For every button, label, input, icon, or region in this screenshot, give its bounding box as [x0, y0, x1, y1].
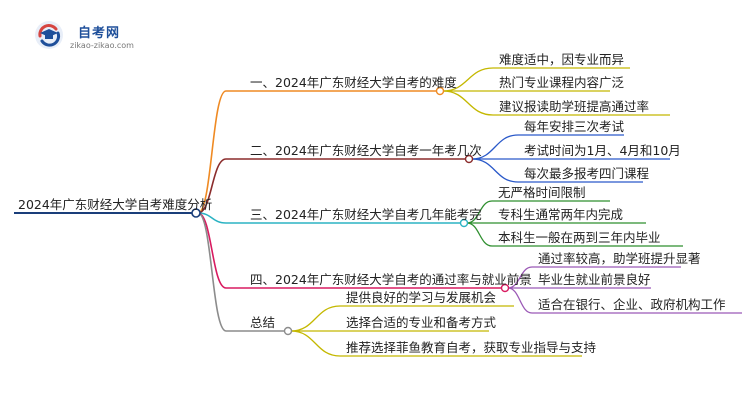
root-topic: 2024年广东财经大学自考难度分析	[18, 197, 213, 212]
leaf-topic: 专科生通常两年内完成	[498, 207, 624, 222]
leaf-topic: 毕业生就业前景良好	[538, 272, 651, 287]
leaf-topic: 建议报读助学班提高通过率	[499, 99, 650, 114]
leaf-connector	[471, 134, 519, 160]
leaf-connector	[442, 90, 494, 116]
site-brand: 自考网	[78, 26, 121, 41]
leaf-connector	[290, 305, 341, 332]
site-url: zikao-zikao.com	[70, 41, 134, 50]
branch-topic: 二、2024年广东财经大学自考一年考几次	[250, 143, 482, 158]
branch-node-dot	[283, 326, 293, 336]
branch-connector	[197, 158, 227, 214]
root-node-dot	[191, 208, 201, 218]
branch-node-dot	[500, 283, 510, 293]
leaf-topic: 推荐选择菲鱼教育自考，获取专业指导与支持	[346, 340, 597, 355]
leaf-topic: 本科生一般在两到三年内毕业	[498, 230, 661, 245]
branch-node-dot	[459, 218, 469, 228]
branch-node-dot	[435, 86, 445, 96]
leaf-topic: 热门专业课程内容广泛	[499, 75, 625, 90]
leaf-connector	[442, 67, 494, 92]
leaf-topic: 提供良好的学习与发展机会	[346, 290, 497, 305]
branch-topic: 一、2024年广东财经大学自考的难度	[250, 75, 457, 90]
branch-topic: 三、2024年广东财经大学自考几年能考完	[250, 207, 482, 222]
branch-topic: 总结	[250, 315, 276, 330]
branch-connector	[197, 212, 227, 332]
branch-connector	[197, 90, 227, 214]
leaf-topic: 适合在银行、企业、政府机构工作	[538, 297, 726, 312]
leaf-topic: 每年安排三次考试	[524, 119, 625, 134]
branch-node-dot	[464, 154, 474, 164]
leaf-topic: 考试时间为1月、4月和10月	[524, 143, 681, 158]
site-logo[interactable]: 自考网 zikao-zikao.com	[34, 20, 154, 52]
branch-topic: 四、2024年广东财经大学自考的通过率与就业前景	[250, 272, 532, 287]
leaf-topic: 无严格时间限制	[498, 185, 586, 200]
leaf-connector	[507, 287, 533, 314]
leaf-connector	[290, 330, 341, 357]
leaf-topic: 每次最多报考四门课程	[524, 166, 650, 181]
branch-connector	[197, 212, 227, 224]
graduation-cap-icon	[35, 21, 63, 49]
leaf-connector	[466, 222, 493, 247]
leaf-topic: 难度适中，因专业而异	[499, 52, 625, 67]
leaf-topic: 选择合适的专业和备考方式	[346, 315, 497, 330]
leaf-connector	[471, 158, 519, 183]
leaf-topic: 通过率较高，助学班提升显著	[538, 251, 701, 266]
